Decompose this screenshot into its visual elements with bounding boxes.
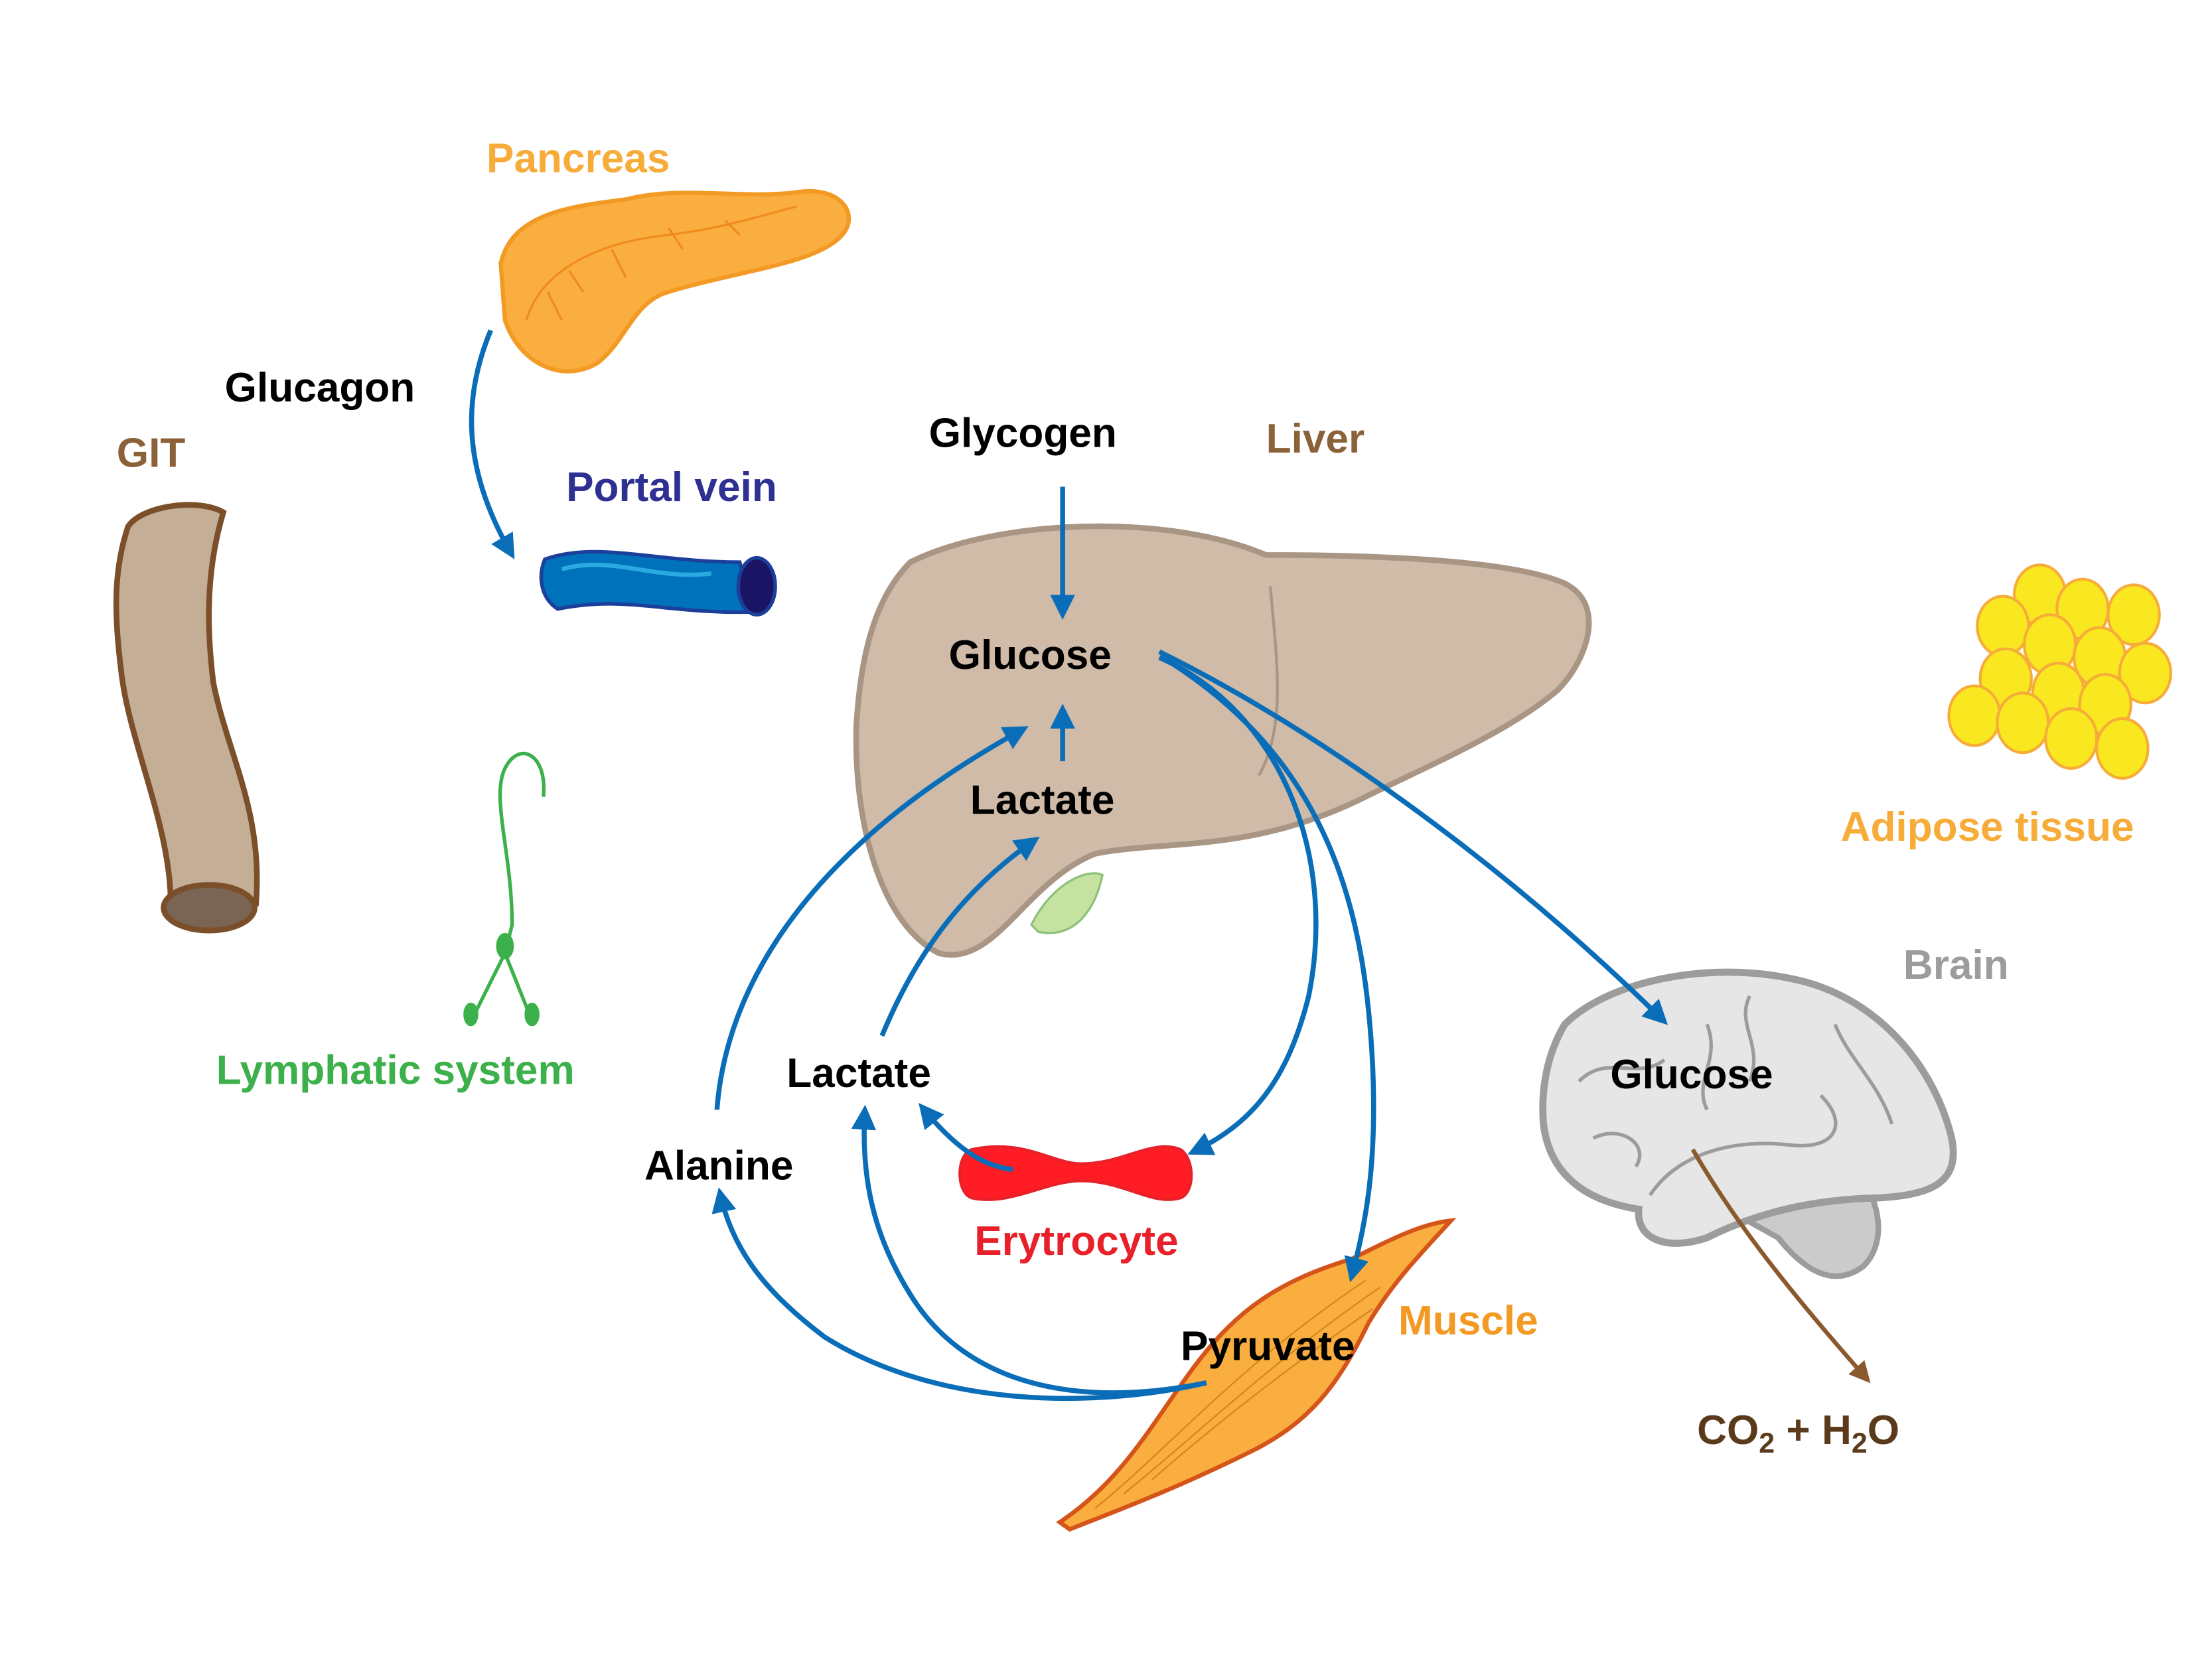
liver-illustration xyxy=(853,523,1592,958)
arrow-erythrocyte-to-lactate xyxy=(919,1103,1013,1173)
co2-h2o-label: CO2 + H2O xyxy=(1697,1407,1899,1459)
liver-glucose-label: Glucose xyxy=(949,632,1112,678)
arrow-pyruvate-to-alanine xyxy=(711,1187,1207,1402)
lymphatic-system-label: Lymphatic system xyxy=(216,1048,575,1094)
pyruvate-label: Pyruvate xyxy=(1181,1323,1355,1369)
erythrocyte-illustration xyxy=(958,1145,1193,1201)
pancreas-label: Pancreas xyxy=(486,136,670,182)
adipose-tissue-illustration xyxy=(1947,563,2172,780)
arrow-glucose-to-brain xyxy=(1158,649,1668,1025)
portal-vein-label: Portal vein xyxy=(566,465,777,510)
liver-label: Liver xyxy=(1266,416,1365,462)
lymphatic-system-illustration xyxy=(463,752,546,1027)
muscle-label: Muscle xyxy=(1398,1298,1538,1344)
arrow-pyruvate-to-lactate xyxy=(851,1104,1207,1396)
arrow-glucose-to-muscle xyxy=(1167,659,1376,1283)
arrow-blood-lactate-to-liver-lactate xyxy=(879,836,1040,1037)
muscle-illustration xyxy=(1056,1218,1457,1532)
pancreas-illustration xyxy=(498,188,851,374)
brain-glucose-label: Glucose xyxy=(1610,1052,1773,1098)
erythrocyte-label: Erytrocyte xyxy=(974,1218,1178,1264)
git-illustration xyxy=(113,502,260,934)
arrow-pancreas-to-portal-vein xyxy=(469,329,515,559)
liver-lactate-label: Lactate xyxy=(970,777,1115,823)
glycogen-label: Glycogen xyxy=(929,410,1117,456)
glucagon-label: Glucagon xyxy=(225,365,415,411)
brain-label: Brain xyxy=(1903,942,2009,988)
adipose-tissue-label: Adipose tissue xyxy=(1841,804,2134,850)
blood-lactate-label: Lactate xyxy=(786,1050,931,1096)
alanine-label: Alanine xyxy=(644,1143,793,1189)
portal-vein-illustration xyxy=(539,549,777,617)
git-label: GIT xyxy=(117,430,186,476)
arrow-brain-glucose-to-co2-h2o xyxy=(1690,1148,1871,1384)
arrow-alanine-to-liver-glucose xyxy=(714,726,1029,1110)
